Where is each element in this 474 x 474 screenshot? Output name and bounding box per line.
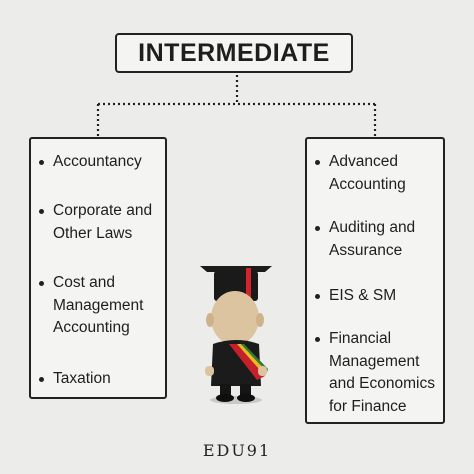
- brand-logo: EDU91: [200, 441, 274, 463]
- brand-logo-text: EDU91: [202, 441, 272, 460]
- left-subject-panel: Accountancy Corporate and Other Laws Cos…: [29, 137, 167, 399]
- graduate-mascot-illustration: [200, 266, 272, 404]
- title-box: INTERMEDIATE: [115, 33, 353, 73]
- mascot-ear-left: [206, 313, 214, 327]
- mascot-shoe-left: [216, 394, 234, 402]
- mascot-hand-right: [258, 366, 267, 376]
- right-subject-panel: Advanced Accounting Auditing and Assuran…: [305, 137, 445, 424]
- list-item: Corporate and Other Laws: [31, 200, 161, 245]
- mascot-leg-left: [220, 384, 231, 396]
- list-item: Financial Management and Economics for F…: [307, 328, 439, 418]
- sash-red: [229, 344, 265, 380]
- mortarboard-top: [200, 266, 272, 272]
- tassel: [246, 268, 251, 303]
- sash-green: [241, 344, 268, 372]
- diagram-title: INTERMEDIATE: [138, 38, 330, 67]
- mascot-shoe-right: [237, 394, 255, 402]
- mascot-hand-left: [205, 366, 214, 376]
- mascot-ear-right: [256, 313, 264, 327]
- list-item: Auditing and Assurance: [307, 217, 439, 262]
- list-item: EIS & SM: [307, 285, 439, 308]
- list-item: Advanced Accounting: [307, 151, 439, 196]
- mascot-head: [211, 291, 259, 345]
- mascot-leg-right: [240, 384, 251, 396]
- list-item: Taxation: [31, 368, 161, 391]
- list-item: Cost and Management Accounting: [31, 272, 161, 340]
- list-item: Accountancy: [31, 151, 161, 174]
